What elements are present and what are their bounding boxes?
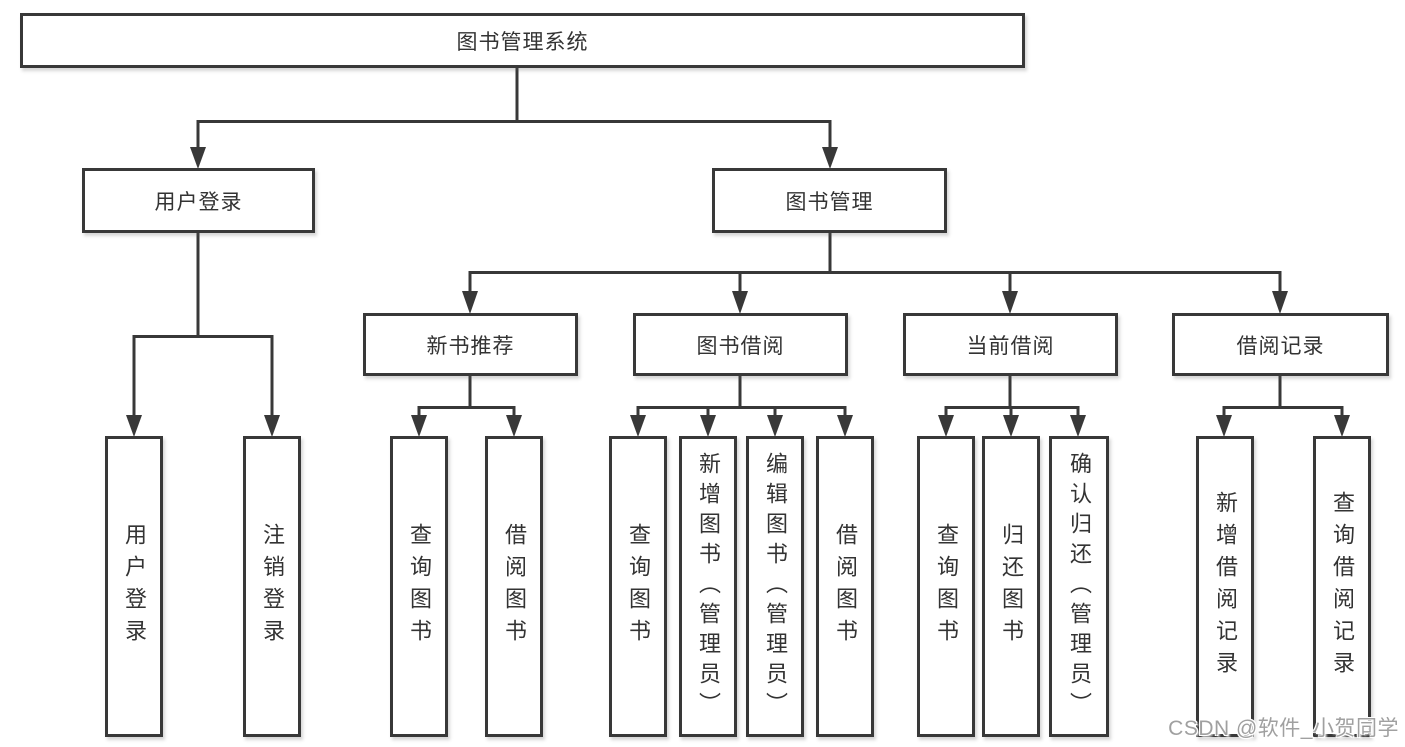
leaf-label: 新增图书（管理员） bbox=[696, 451, 721, 722]
leaf-label: 借阅图书 bbox=[833, 522, 858, 651]
leaf-return-books: 归还图书 bbox=[982, 436, 1040, 737]
node-book-management: 图书管理 bbox=[712, 168, 947, 233]
node-borrow-records: 借阅记录 bbox=[1172, 313, 1389, 376]
leaf-borrow-books-recommend: 借阅图书 bbox=[485, 436, 543, 737]
node-label: 借阅记录 bbox=[1236, 334, 1325, 358]
leaf-label: 借阅图书 bbox=[502, 522, 527, 651]
leaf-label: 归还图书 bbox=[999, 522, 1024, 651]
node-label: 新书推荐 bbox=[426, 334, 515, 358]
node-book-borrow: 图书借阅 bbox=[633, 313, 848, 376]
leaf-label: 新增借阅记录 bbox=[1213, 490, 1238, 683]
leaf-logout: 注销登录 bbox=[243, 436, 301, 737]
node-label: 用户登录 bbox=[154, 190, 243, 214]
node-label: 图书管理 bbox=[785, 190, 874, 214]
leaf-label: 编辑图书（管理员） bbox=[763, 451, 788, 722]
leaf-label: 确认归还（管理员） bbox=[1067, 451, 1092, 722]
leaf-label: 查询图书 bbox=[407, 522, 432, 651]
leaf-label: 注销登录 bbox=[260, 522, 285, 651]
leaf-query-books-current: 查询图书 bbox=[917, 436, 975, 737]
leaf-add-books-admin: 新增图书（管理员） bbox=[679, 436, 737, 737]
leaf-borrow-books: 借阅图书 bbox=[816, 436, 874, 737]
watermark: CSDN @软件_小贺同学 bbox=[1168, 717, 1399, 740]
node-library-system: 图书管理系统 bbox=[20, 13, 1025, 68]
leaf-label: 用户登录 bbox=[122, 522, 147, 651]
leaf-user-login: 用户登录 bbox=[105, 436, 163, 737]
node-new-book-recommend: 新书推荐 bbox=[363, 313, 578, 376]
leaf-query-books-borrow: 查询图书 bbox=[609, 436, 667, 737]
leaf-query-books-recommend: 查询图书 bbox=[390, 436, 448, 737]
leaf-label: 查询图书 bbox=[626, 522, 651, 651]
node-current-borrow: 当前借阅 bbox=[903, 313, 1118, 376]
leaf-edit-books-admin: 编辑图书（管理员） bbox=[746, 436, 804, 737]
leaf-confirm-return-admin: 确认归还（管理员） bbox=[1049, 436, 1109, 737]
leaf-label: 查询借阅记录 bbox=[1330, 490, 1355, 683]
node-user-login: 用户登录 bbox=[82, 168, 315, 233]
leaf-label: 查询图书 bbox=[934, 522, 959, 651]
leaf-add-borrow-record: 新增借阅记录 bbox=[1196, 436, 1254, 737]
node-label: 图书借阅 bbox=[696, 334, 785, 358]
node-label: 当前借阅 bbox=[966, 334, 1055, 358]
node-label: 图书管理系统 bbox=[456, 30, 589, 54]
leaf-query-borrow-record: 查询借阅记录 bbox=[1313, 436, 1371, 737]
